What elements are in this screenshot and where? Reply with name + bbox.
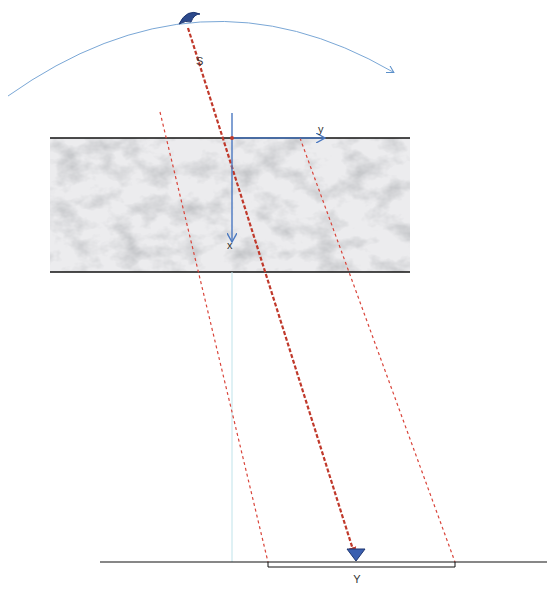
rock-layer <box>50 138 410 272</box>
axis-label: x <box>227 240 233 251</box>
width-bracket <box>268 562 455 567</box>
source-label: S <box>196 56 203 67</box>
source-icon <box>179 12 200 24</box>
origin-dot <box>230 136 234 140</box>
ground-line <box>100 561 547 562</box>
sun-path-arc <box>8 21 393 96</box>
main-ray <box>188 28 355 556</box>
x-axis <box>231 113 232 242</box>
ray-right <box>300 138 455 562</box>
detector-symbol <box>347 549 365 561</box>
width-label: Y <box>353 574 360 585</box>
ray-left <box>160 112 268 562</box>
axis-label: y <box>318 124 324 135</box>
reference-line <box>232 272 233 562</box>
y-axis <box>232 137 325 138</box>
